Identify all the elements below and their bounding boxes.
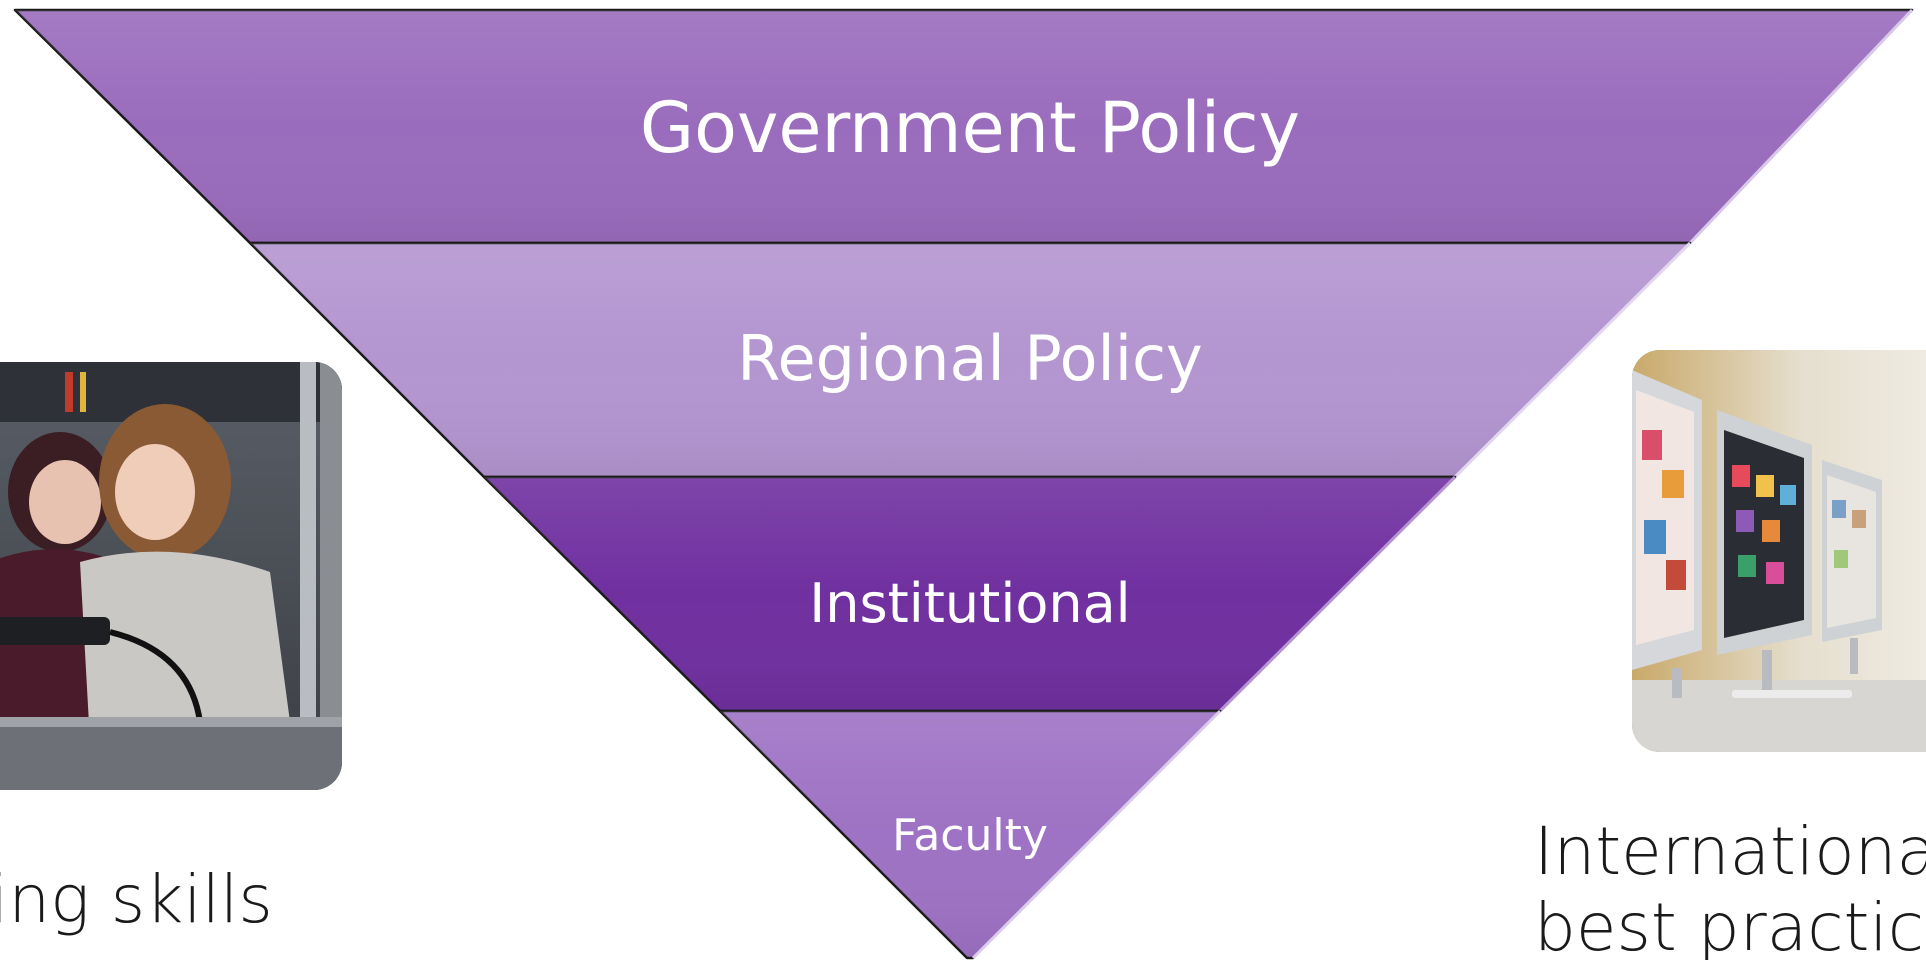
caption-left: ing skills [0,862,273,938]
tier-label-institutional: Institutional [809,572,1130,635]
caption-right: Internationa best practic [1534,814,1926,960]
tier-label-regional-policy: Regional Policy [737,322,1203,395]
caption-left-line-1: ing skills [0,861,273,938]
caption-right-line-1: Internationa [1534,813,1926,890]
tier-label-government-policy: Government Policy [640,87,1300,169]
photo-computer-lab [1632,350,1926,752]
photo-students-workshop [0,362,342,790]
tier-label-faculty: Faculty [892,810,1048,861]
caption-right-line-2: best practic [1534,888,1925,960]
